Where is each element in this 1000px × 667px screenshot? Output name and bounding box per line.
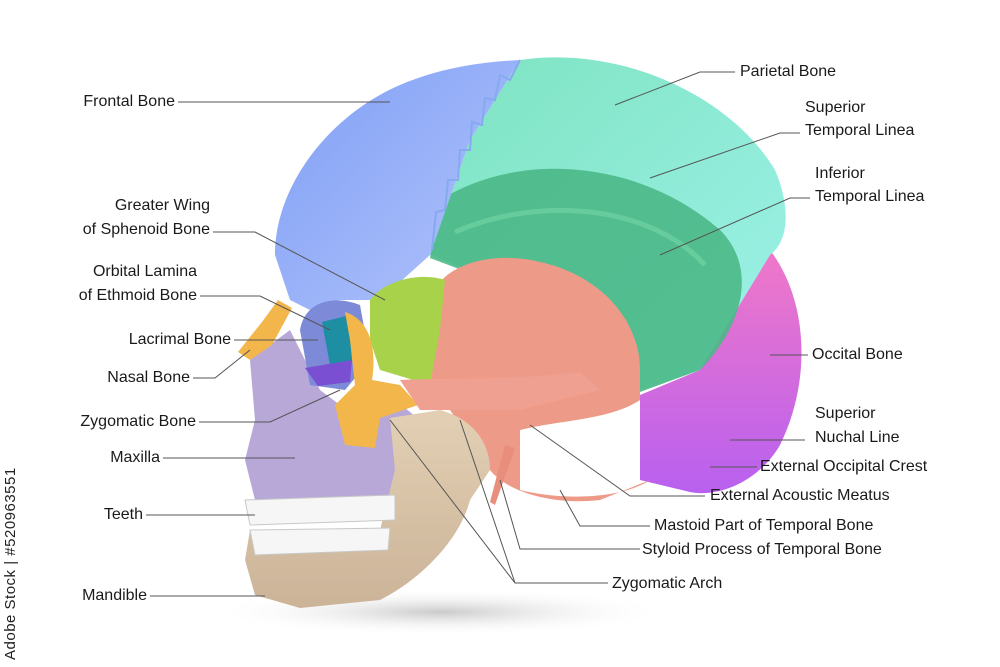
- leader-greater-wing: [213, 231, 386, 301]
- styloid-process-shape: [490, 445, 515, 505]
- label-external-occipital-crest: External Occipital Crest: [760, 458, 928, 475]
- label-superior-temporal-line1: Superior: [805, 99, 866, 116]
- label-inferior-temporal-line2: Temporal Linea: [815, 188, 925, 205]
- leader-zygomatic: [199, 389, 341, 423]
- label-mandible: Mandible: [82, 587, 147, 604]
- label-parietal-bone: Parietal Bone: [740, 63, 837, 80]
- label-styloid-process: Styloid Process of Temporal Bone: [642, 541, 882, 558]
- label-greater-wing-line1: Greater Wing: [114, 197, 210, 214]
- sphenoid-greater-wing-shape: [370, 276, 445, 385]
- leader-superior-temporal: [649, 132, 800, 179]
- label-frontal-bone: Frontal Bone: [83, 93, 175, 110]
- mandible-shape: [245, 410, 490, 608]
- ethmoid-shape: [322, 315, 352, 365]
- nasal-bone-shape: [238, 300, 292, 360]
- label-superior-temporal-line2: Temporal Linea: [805, 122, 915, 139]
- leader-parietal: [614, 71, 735, 106]
- label-orbital-lamina-line2: of Ethmoid Bone: [78, 287, 197, 304]
- watermark-text: Adobe Stock | #520963551: [2, 467, 19, 660]
- leader-inferior-temporal: [659, 197, 810, 256]
- label-superior-nuchal-line1: Superior: [815, 405, 876, 422]
- frontal-bone-shape: [275, 60, 520, 310]
- inferior-temporal-line-shape: [454, 207, 707, 267]
- teeth-shape: [244, 494, 396, 556]
- label-superior-nuchal-line2: Nuchal Line: [815, 429, 900, 446]
- label-greater-wing-line2: of Sphenoid Bone: [82, 221, 210, 238]
- occipital-bone-shape: [640, 250, 802, 494]
- leader-nasal: [193, 349, 251, 379]
- label-external-acoustic-meatus: External Acoustic Meatus: [710, 487, 890, 504]
- label-zygomatic-arch: Zygomatic Arch: [612, 575, 723, 592]
- zygomatic-bone-shape: [335, 312, 418, 448]
- leader-orbital-lamina: [200, 295, 331, 331]
- label-maxilla: Maxilla: [110, 449, 160, 466]
- frontal-suture: [431, 59, 521, 251]
- leader-styloid: [499, 479, 640, 550]
- label-zygomatic-bone: Zygomatic Bone: [80, 413, 196, 430]
- lacrimal-shape: [305, 360, 352, 386]
- label-nasal-bone: Nasal Bone: [107, 369, 190, 386]
- label-inferior-temporal-line1: Inferior: [815, 165, 865, 182]
- label-teeth: Teeth: [103, 506, 143, 523]
- label-orbital-lamina-line1: Orbital Lamina: [92, 263, 197, 280]
- label-lacrimal-bone: Lacrimal Bone: [128, 331, 231, 348]
- leader-external-acoustic-meatus: [529, 424, 705, 497]
- zygomatic-arch-shape: [400, 372, 600, 410]
- label-mastoid-part: Mastoid Part of Temporal Bone: [654, 517, 874, 534]
- leader-zygomatic-arch-2: [389, 419, 516, 584]
- leader-lines: [146, 71, 810, 597]
- label-occipital-bone: Occital Bone: [812, 346, 903, 363]
- leader-mastoid: [559, 489, 650, 527]
